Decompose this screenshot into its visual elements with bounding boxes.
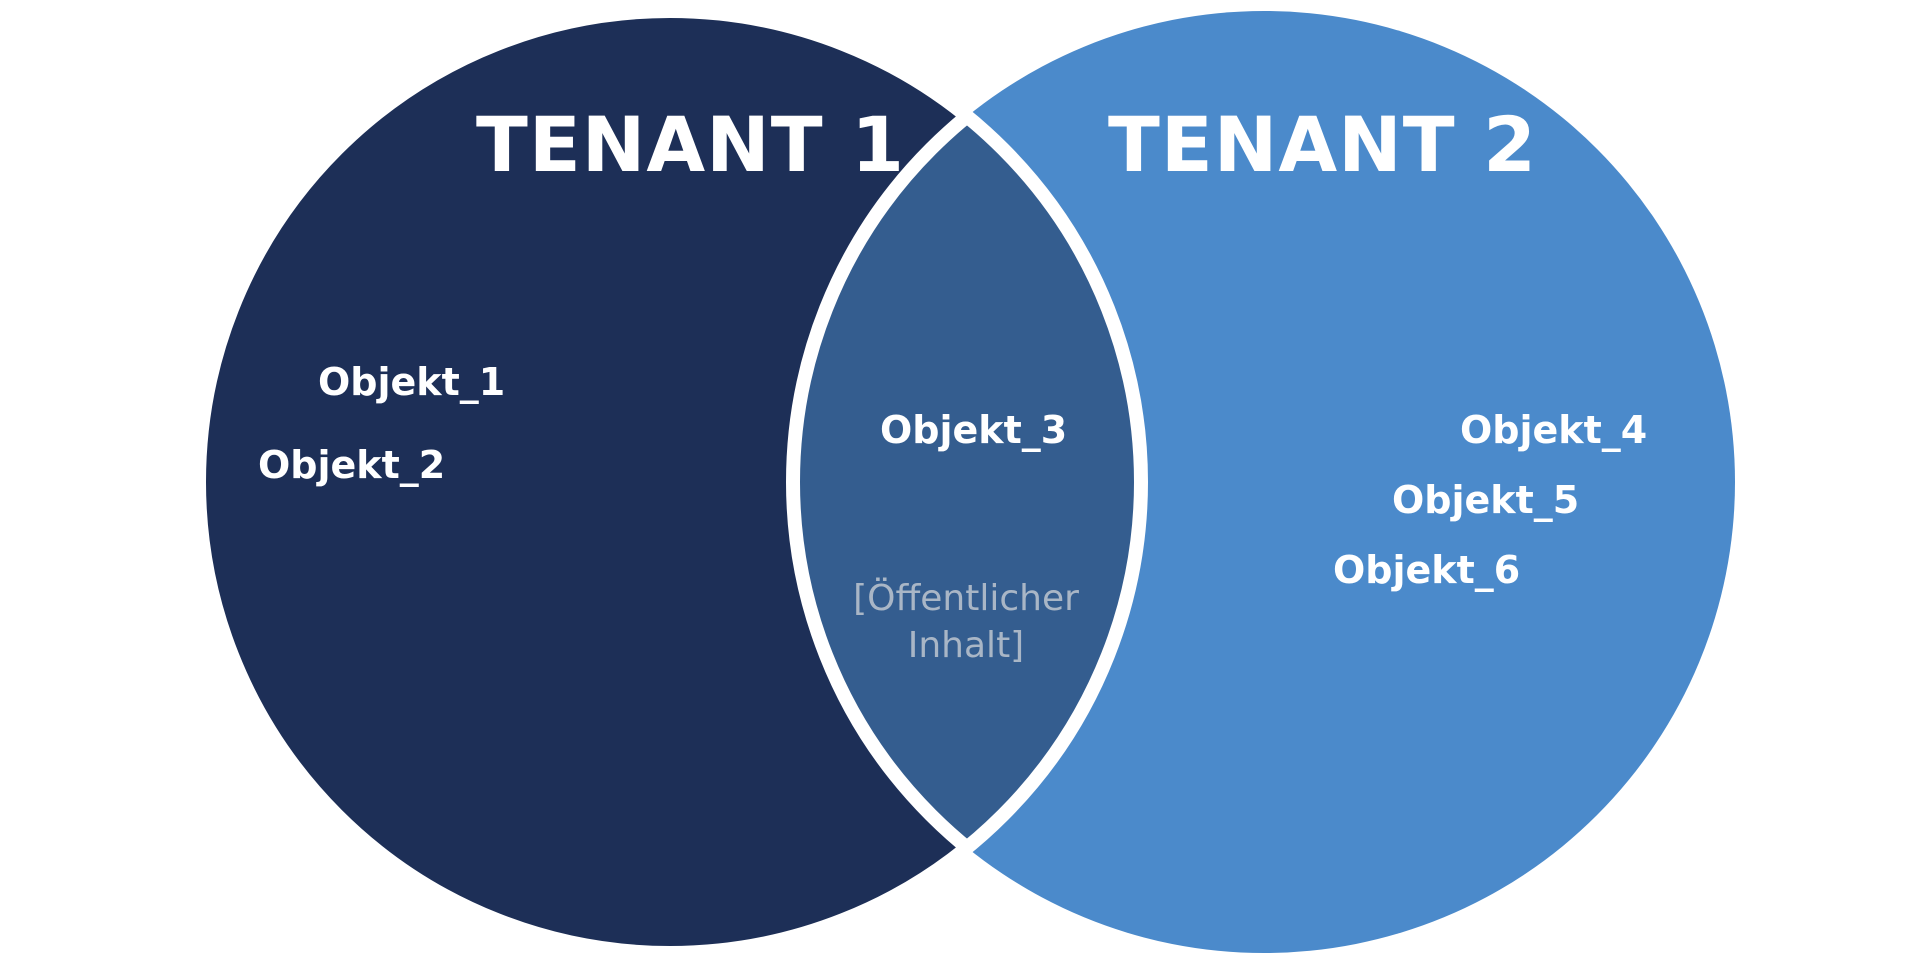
tenant-2-outline — [192, 4, 1148, 960]
public-content-note-line-1: [Öffentlicher — [853, 578, 1079, 619]
tenant-2-object-5: Objekt_5 — [1392, 478, 1580, 522]
tenant-1-object-2: Objekt_2 — [258, 443, 446, 487]
overlap-object-3: Objekt_3 — [880, 408, 1068, 452]
tenant-1-object-1: Objekt_1 — [318, 360, 506, 404]
overlap-outline — [786, 11, 1141, 953]
overlap-region — [793, 11, 1141, 953]
tenant-2-object-6: Objekt_6 — [1333, 548, 1521, 592]
public-content-note: [Öffentlicher Inhalt] — [836, 575, 1096, 669]
tenant-2-object-4: Objekt_4 — [1460, 408, 1648, 452]
tenant-2-title: TENANT 2 — [1108, 100, 1537, 189]
tenant-1-title: TENANT 1 — [476, 100, 905, 189]
public-content-note-line-2: Inhalt] — [907, 625, 1025, 666]
